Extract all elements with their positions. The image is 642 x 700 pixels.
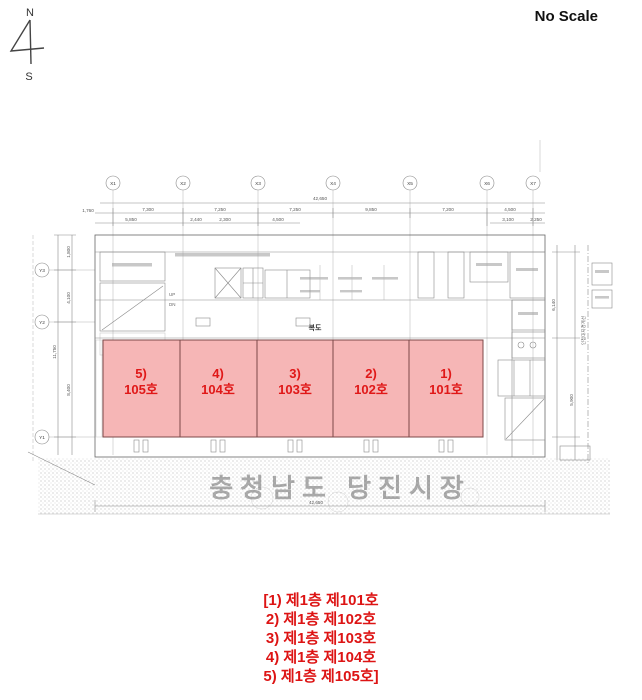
svg-text:X3: X3 bbox=[255, 181, 261, 187]
svg-text:8,400: 8,400 bbox=[66, 384, 71, 396]
corridor-label: 복도 bbox=[309, 323, 322, 332]
svg-text:1,760: 1,760 bbox=[82, 208, 94, 213]
svg-text:3): 3) bbox=[289, 366, 301, 381]
svg-text:4): 4) bbox=[212, 366, 224, 381]
svg-text:3,100: 3,100 bbox=[502, 217, 514, 222]
left-dimensions: 1,800 4,100 11,750 8,400 bbox=[32, 234, 76, 462]
stairs-up-label: UP bbox=[169, 292, 175, 297]
svg-text:X5: X5 bbox=[407, 181, 413, 187]
svg-text:6,140: 6,140 bbox=[551, 299, 556, 311]
svg-text:X2: X2 bbox=[180, 181, 186, 187]
svg-text:Y2: Y2 bbox=[39, 320, 45, 326]
compass-arrow-icon bbox=[9, 19, 45, 52]
unit-104: 4) 104호 bbox=[201, 366, 235, 397]
svg-text:2,250: 2,250 bbox=[530, 217, 542, 222]
svg-text:102호: 102호 bbox=[354, 382, 388, 397]
unit-105: 5) 105호 bbox=[124, 366, 158, 397]
unit-103: 3) 103호 bbox=[278, 366, 312, 397]
svg-text:42,650: 42,650 bbox=[313, 196, 327, 201]
svg-text:5,900: 5,900 bbox=[569, 394, 574, 406]
highlighted-units-area bbox=[102, 339, 484, 438]
bottom-dimension: 42,650 bbox=[94, 500, 546, 512]
unit-102: 2) 102호 bbox=[354, 366, 388, 397]
svg-text:Y1: Y1 bbox=[39, 435, 45, 441]
legend-line-2: 2) 제1층 제102호 bbox=[265, 611, 377, 628]
svg-text:4,500: 4,500 bbox=[272, 217, 284, 222]
legend-line-1: [1) 제1층 제101호 bbox=[263, 592, 379, 609]
unit-band: 5) 105호 4) 104호 3) 103호 2) 102호 1) 101호 bbox=[95, 339, 484, 438]
svg-text:7,300: 7,300 bbox=[142, 207, 154, 212]
svg-text:105호: 105호 bbox=[124, 382, 158, 397]
legend-line-5: 5) 제1층 제105호] bbox=[263, 668, 379, 685]
sidewalk-band: 충청남도 당진시장 bbox=[27, 451, 610, 515]
unit-101: 1) 101호 bbox=[429, 366, 463, 397]
stair-block-left: UP DN bbox=[99, 251, 176, 356]
svg-text:Y3: Y3 bbox=[39, 268, 45, 274]
storefront-doors bbox=[133, 439, 591, 461]
compass-south-label: S bbox=[25, 71, 32, 83]
svg-text:101호: 101호 bbox=[429, 382, 463, 397]
right-dimensions: 6,140 5,900 인접대지경계선 bbox=[551, 245, 589, 465]
legend-line-4: 4) 제1층 제104호 bbox=[265, 649, 377, 666]
boundary-label: 인접대지경계선 bbox=[580, 316, 587, 345]
svg-text:2,440: 2,440 bbox=[190, 217, 202, 222]
svg-text:4,500: 4,500 bbox=[504, 207, 516, 212]
svg-text:X4: X4 bbox=[330, 181, 336, 187]
svg-text:103호: 103호 bbox=[278, 382, 312, 397]
svg-text:2,300: 2,300 bbox=[219, 217, 231, 222]
legend-line-3: 3) 제1층 제103호 bbox=[265, 630, 377, 647]
svg-text:1,800: 1,800 bbox=[66, 246, 71, 258]
right-wing bbox=[497, 262, 613, 457]
y-grid-bubbles: Y3 Y2 Y1 bbox=[34, 262, 95, 445]
svg-text:5,850: 5,850 bbox=[125, 217, 137, 222]
stairs-dn-label: DN bbox=[169, 302, 176, 307]
core-rooms-top bbox=[175, 251, 546, 300]
svg-text:X7: X7 bbox=[530, 181, 536, 187]
svg-text:104호: 104호 bbox=[201, 382, 235, 397]
svg-text:42,650: 42,650 bbox=[309, 500, 323, 505]
svg-text:X1: X1 bbox=[110, 181, 116, 187]
svg-text:11,750: 11,750 bbox=[52, 345, 57, 359]
svg-text:X6: X6 bbox=[484, 181, 490, 187]
svg-text:7,250: 7,250 bbox=[214, 207, 226, 212]
legend: [1) 제1층 제101호 2) 제1층 제102호 3) 제1층 제103호 … bbox=[263, 591, 378, 686]
svg-text:4,100: 4,100 bbox=[66, 292, 71, 304]
corridor: 복도 bbox=[195, 317, 322, 332]
x-grid-bubbles: X1 X2 X3 X4 X5 X6 X7 bbox=[105, 140, 541, 455]
svg-text:1): 1) bbox=[440, 366, 452, 381]
svg-text:9,850: 9,850 bbox=[365, 207, 377, 212]
scale-note: No Scale bbox=[534, 8, 598, 25]
compass-north-label: N bbox=[26, 7, 34, 19]
svg-text:7,250: 7,250 bbox=[289, 207, 301, 212]
official-stamp-watermark: 충청남도 당진시장 bbox=[209, 473, 471, 503]
top-dimensions: 42,650 1,760 7,300 7,250 7,250 9,850 7,2… bbox=[82, 196, 545, 226]
svg-text:2): 2) bbox=[365, 366, 377, 381]
svg-text:5): 5) bbox=[135, 366, 147, 381]
compass: N S bbox=[9, 7, 45, 83]
svg-text:7,200: 7,200 bbox=[442, 207, 454, 212]
